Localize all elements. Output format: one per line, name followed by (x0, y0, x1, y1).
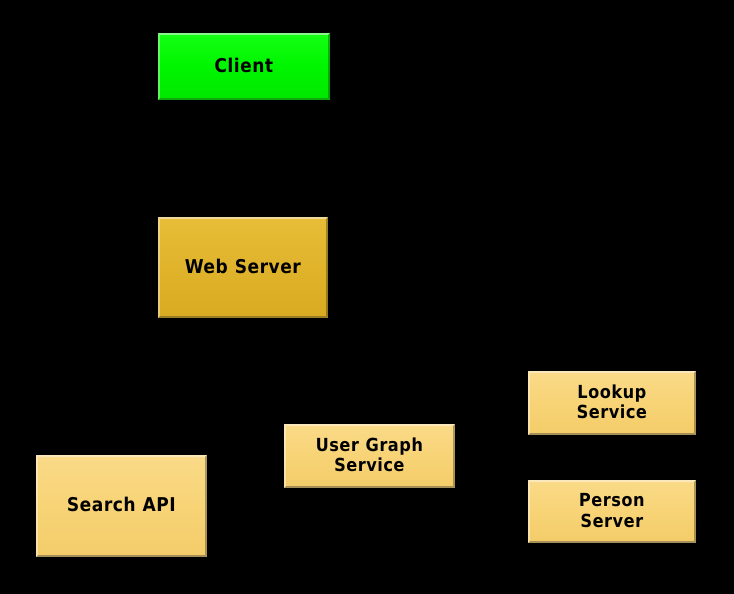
diagram-node-person-server-label: Person Server (578, 490, 646, 532)
diagram-node-client[interactable]: Client (158, 33, 330, 100)
diagram-node-search-api-label: Search API (66, 494, 177, 517)
diagram-node-web-server[interactable]: Web Server (158, 217, 328, 318)
diagram-node-web-server-label: Web Server (184, 255, 302, 278)
diagram-node-lookup-service-label: Lookup Service (576, 381, 648, 423)
diagram-node-lookup-service[interactable]: Lookup Service (528, 371, 696, 435)
diagram-node-search-api[interactable]: Search API (36, 455, 207, 557)
diagram-node-person-server[interactable]: Person Server (528, 480, 696, 543)
diagram-node-user-graph-service-label: User Graph Service (315, 434, 424, 476)
diagram-node-client-label: Client (214, 54, 274, 77)
diagram-node-user-graph-service[interactable]: User Graph Service (284, 424, 455, 488)
